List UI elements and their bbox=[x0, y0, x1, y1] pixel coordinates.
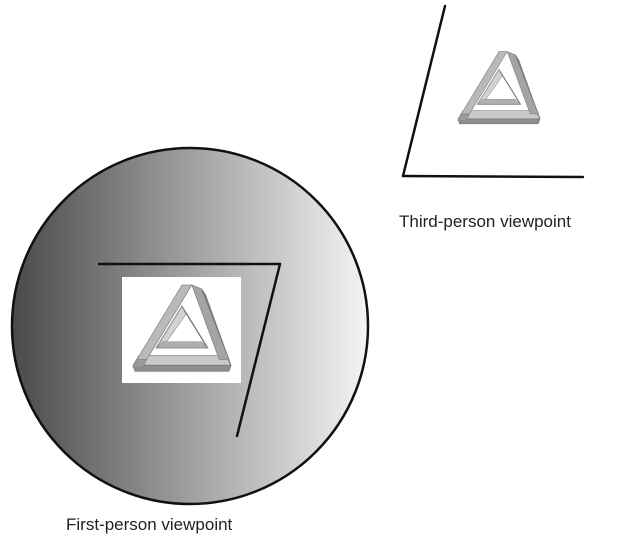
third-person-floor-line bbox=[403, 176, 583, 177]
first-person-caption: First-person viewpoint bbox=[66, 515, 232, 535]
third-person-frame bbox=[403, 6, 583, 177]
third-person-wall-line bbox=[403, 6, 445, 176]
third-person-caption: Third-person viewpoint bbox=[399, 212, 571, 232]
third-person-triangle-object bbox=[458, 52, 540, 124]
